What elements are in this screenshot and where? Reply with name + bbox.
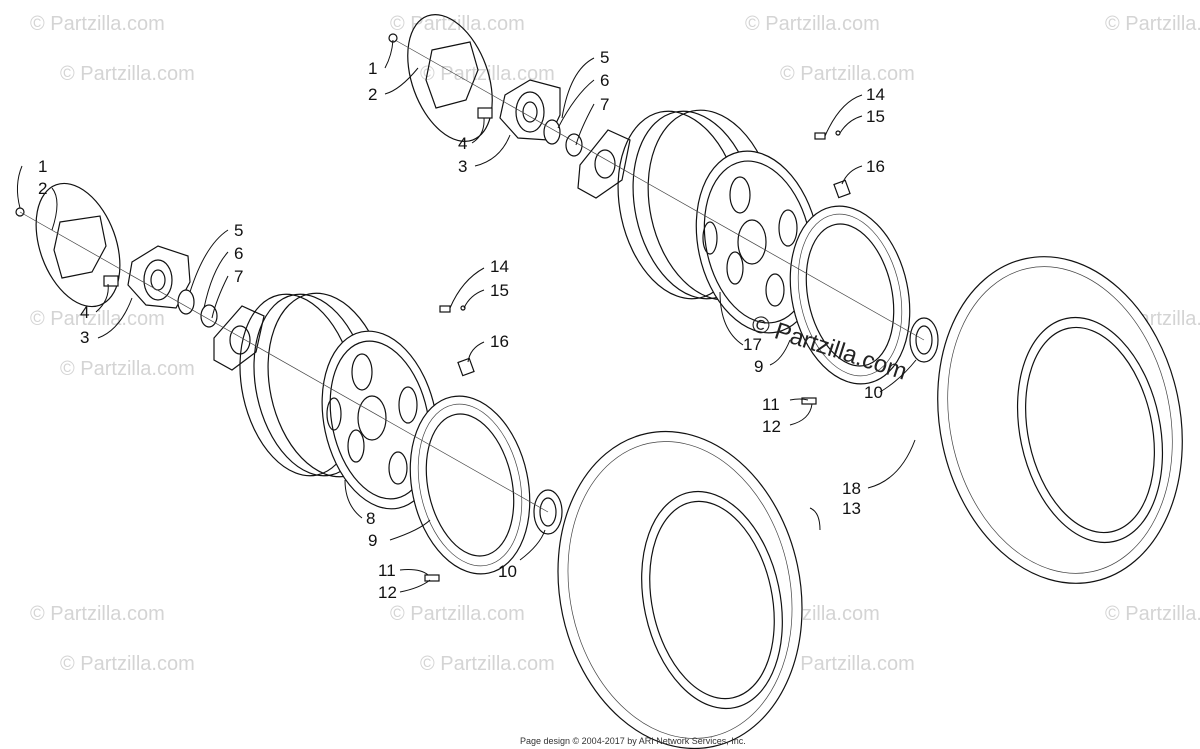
beadlock-ring-lower [409, 395, 531, 575]
callout-5-lower: 5 [234, 221, 243, 240]
callout-8: 8 [366, 509, 375, 528]
callout-1-lower: 1 [38, 157, 47, 176]
callout-16-lower: 16 [490, 332, 509, 351]
callout-2-lower: 2 [38, 179, 47, 198]
watermark: © Partzilla.com [780, 63, 915, 85]
valve-cap-upper [835, 130, 841, 136]
callout-12-lower: 12 [378, 583, 397, 602]
hub-cap-upper [577, 129, 631, 199]
lug-nut-upper [833, 179, 851, 199]
watermark: © Partzilla.com [420, 653, 555, 675]
rim-upper [617, 109, 821, 334]
callout-7-lower: 7 [234, 267, 243, 286]
callout-7-upper: 7 [600, 95, 609, 114]
watermark: © Partzilla.com [60, 358, 195, 380]
beadlock-ring-upper [789, 205, 911, 385]
rim-lower [239, 292, 439, 510]
callout-13: 13 [842, 499, 861, 518]
lug-nut-lower [457, 357, 475, 377]
hub-cap-lower [213, 305, 265, 371]
callout-labels: 1 2 4 3 5 6 7 14 15 16 17 9 10 11 12 18 … [38, 48, 885, 602]
callout-1-upper: 1 [368, 59, 377, 78]
callout-6-lower: 6 [234, 244, 243, 263]
callout-16-upper: 16 [866, 157, 885, 176]
callout-5-upper: 5 [600, 48, 609, 67]
callout-4-lower: 4 [80, 303, 89, 322]
seal-upper [543, 119, 561, 145]
callout-14-lower: 14 [490, 257, 509, 276]
callout-9-upper: 9 [754, 357, 763, 376]
footer-copyright: Page design © 2004-2017 by ARI Network S… [520, 736, 746, 746]
callout-11-upper: 11 [762, 395, 780, 414]
callout-3-upper: 3 [458, 157, 467, 176]
watermark: © Partzilla.com [60, 63, 195, 85]
watermark: © Partzilla.com [420, 63, 555, 85]
callout-15-upper: 15 [866, 107, 885, 126]
leader-lines [16, 39, 917, 593]
callout-9-lower: 9 [368, 531, 377, 550]
watermark: © Partzilla.com [745, 13, 880, 35]
watermark: © Partzilla.com [1105, 603, 1200, 625]
upper-assembly [388, 14, 1183, 584]
watermark: © Partzilla.com [30, 13, 165, 35]
callout-10-lower: 10 [498, 562, 517, 581]
lower-assembly [15, 182, 803, 749]
watermark: © Partzilla.com [390, 603, 525, 625]
valve-stem-lower [439, 305, 451, 313]
callout-14-upper: 14 [866, 85, 885, 104]
callout-18: 18 [842, 479, 861, 498]
callout-3-lower: 3 [80, 328, 89, 347]
tire-upper [937, 256, 1183, 584]
seal-lower [177, 289, 195, 315]
watermark: © Partzilla.com [780, 653, 915, 675]
watermark: © Partzilla.com [1105, 13, 1200, 35]
watermark: © Partzilla.com [30, 308, 165, 330]
callout-12-upper: 12 [762, 417, 781, 436]
watermark: © Partzilla.com [60, 653, 195, 675]
callout-2-upper: 2 [368, 85, 377, 104]
callout-17-upper: 17 [743, 335, 762, 354]
callout-11-lower: 11 [378, 561, 396, 580]
valve-stem-upper [814, 132, 826, 140]
bolt-upper [801, 397, 817, 405]
watermark: © Partzilla.com [30, 603, 165, 625]
brake-disc-lower [15, 182, 121, 308]
hub-lower [103, 245, 191, 309]
tire-lower [557, 430, 803, 749]
callout-6-upper: 6 [600, 71, 609, 90]
callout-15-lower: 15 [490, 281, 509, 300]
callout-10-upper: 10 [864, 383, 883, 402]
callout-4-upper: 4 [458, 134, 467, 153]
bolt-lower [424, 574, 440, 582]
